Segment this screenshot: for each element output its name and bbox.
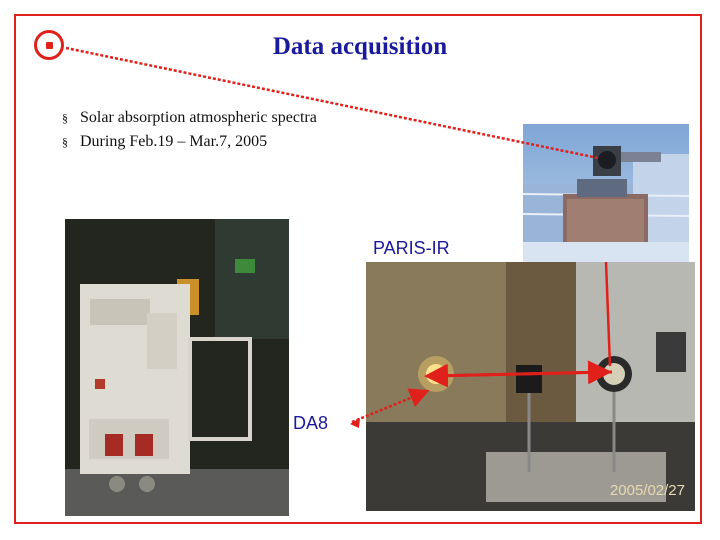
da8-pointer-arrow — [351, 388, 430, 424]
outdoor-instrument-photo — [523, 124, 689, 262]
bullet-item: § Solar absorption atmospheric spectra — [62, 106, 317, 130]
da8-label: DA8 — [293, 413, 329, 433]
da8-instrument-photo — [65, 219, 289, 516]
bullet-list: § Solar absorption atmospheric spectra § D… — [62, 106, 317, 154]
lab-optics-photo: 2005/02/27 — [366, 262, 695, 511]
mirror-connector-line — [604, 261, 612, 367]
beam-arrow-right — [429, 360, 612, 385]
da8-pointer-arrowhead — [350, 418, 360, 428]
bullet-item: § During Feb.19 – Mar.7, 2005 — [62, 130, 317, 154]
slide-border — [14, 14, 702, 524]
bullet-text: Solar absorption atmospheric spectra — [80, 109, 317, 126]
bullet-icon: § — [62, 111, 68, 125]
bullet-text: During Feb.19 – Mar.7, 2005 — [80, 133, 268, 150]
bullet-icon: § — [62, 135, 68, 149]
photo-date-stamp: 2005/02/27 — [609, 482, 685, 499]
slide-title: Data acquisition — [272, 33, 448, 60]
sun-icon — [34, 30, 64, 60]
paris-ir-label: PARIS-IR — [373, 238, 450, 258]
sun-icon-center — [46, 42, 53, 49]
sun-ray-line — [65, 46, 599, 160]
